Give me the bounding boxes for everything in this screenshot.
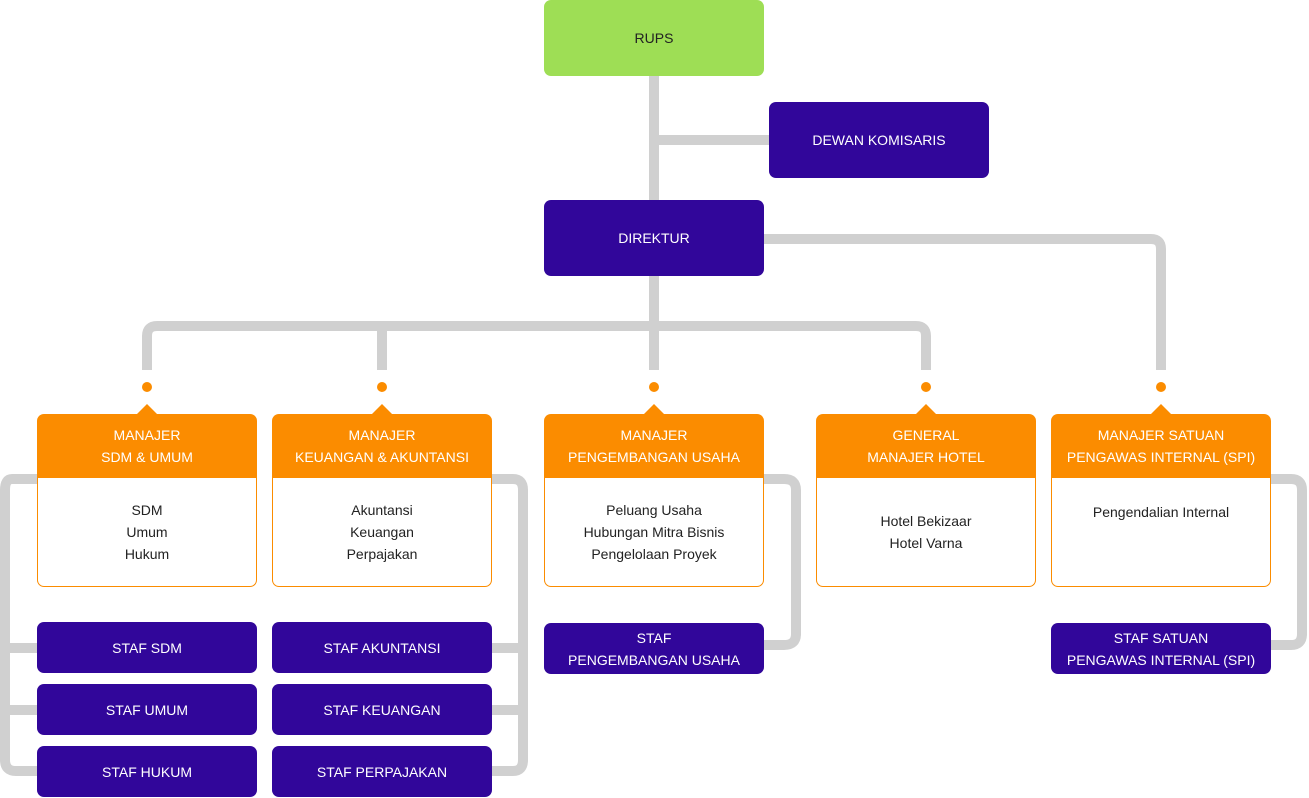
staff-label-line: PENGAWAS INTERNAL (SPI) <box>1066 651 1256 668</box>
staff-label: STAF PERPAJAKAN <box>316 763 448 780</box>
card-notch <box>916 404 936 414</box>
staff-label: STAF UMUM <box>105 701 189 718</box>
manager-title: MANAJER PENGEMBANGAN USAHA <box>544 414 764 478</box>
card-notch <box>644 404 664 414</box>
scope-item: Keuangan <box>350 524 414 540</box>
manager-scope: Peluang Usaha Hubungan Mitra Bisnis Peng… <box>544 478 764 587</box>
rups-label: RUPS <box>634 30 674 46</box>
scope-item: Hukum <box>124 546 170 562</box>
staff-label: STAF HUKUM <box>102 763 192 780</box>
scope-item: SDM <box>131 502 163 518</box>
manager-scope: Hotel Bekizaar Hotel Varna <box>816 478 1036 587</box>
staff-label: STAF SDM <box>112 639 182 656</box>
scope-item: Perpajakan <box>346 546 418 562</box>
manager-title-line: PENGAWAS INTERNAL (SPI) <box>1066 449 1256 465</box>
manager-title-line: MANAJER <box>620 427 688 443</box>
staff-box-keuangan: STAF KEUANGAN <box>272 684 492 735</box>
card-notch <box>137 404 157 414</box>
manager-card-spi: MANAJER SATUAN PENGAWAS INTERNAL (SPI) P… <box>1051 404 1271 587</box>
manager-title-line: MANAJER <box>348 427 416 443</box>
direktur-label: DIREKTUR <box>618 230 690 246</box>
scope-item: Akuntansi <box>351 502 413 518</box>
staff-box-spi: STAF SATUAN PENGAWAS INTERNAL (SPI) <box>1051 623 1271 674</box>
manager-scope: Pengendalian Internal <box>1051 478 1271 587</box>
staff-label-line: STAF <box>636 629 672 646</box>
connector-dot-sdm <box>142 382 152 392</box>
manager-title-line: MANAJER SATUAN <box>1097 427 1225 443</box>
manager-scope: Akuntansi Keuangan Perpajakan <box>272 478 492 587</box>
connector-dot-pengembangan <box>649 382 659 392</box>
manager-title: MANAJER KEUANGAN & AKUNTANSI <box>272 414 492 478</box>
scope-item: Peluang Usaha <box>606 502 702 518</box>
manager-title-line: KEUANGAN & AKUNTANSI <box>294 449 469 465</box>
manager-card-pengembangan-usaha: MANAJER PENGEMBANGAN USAHA Peluang Usaha… <box>544 404 764 587</box>
manager-card-hotel: GENERAL MANAJER HOTEL Hotel Bekizaar Hot… <box>816 404 1036 587</box>
manager-title-line: PENGEMBANGAN USAHA <box>568 449 740 465</box>
manager-title-line: GENERAL <box>892 427 960 443</box>
dewan-komisaris-label: DEWAN KOMISARIS <box>812 132 946 148</box>
manager-scope: SDM Umum Hukum <box>37 478 257 587</box>
card-notch <box>1151 404 1171 414</box>
scope-item: Umum <box>126 524 168 540</box>
card-notch <box>372 404 392 414</box>
scope-item: Hotel Varna <box>889 535 963 551</box>
staff-label-line: STAF SATUAN <box>1113 629 1209 646</box>
manager-card-keuangan-akuntansi: MANAJER KEUANGAN & AKUNTANSI Akuntansi K… <box>272 404 492 587</box>
connector-dot-spi <box>1156 382 1166 392</box>
manager-title-line: MANAJER HOTEL <box>867 449 985 465</box>
manager-title-line: MANAJER <box>113 427 181 443</box>
connector-dot-keuangan <box>377 382 387 392</box>
manager-title-line: SDM & UMUM <box>101 449 193 465</box>
direktur-box: DIREKTUR <box>544 200 764 276</box>
staff-box-pengembangan-usaha: STAF PENGEMBANGAN USAHA <box>544 623 764 674</box>
staff-label-line: PENGEMBANGAN USAHA <box>568 651 740 668</box>
connector-dot-hotel <box>921 382 931 392</box>
staff-box-akuntansi: STAF AKUNTANSI <box>272 622 492 673</box>
staff-box-umum: STAF UMUM <box>37 684 257 735</box>
scope-item: Hotel Bekizaar <box>880 513 972 529</box>
manager-title: GENERAL MANAJER HOTEL <box>816 414 1036 478</box>
staff-box-sdm: STAF SDM <box>37 622 257 673</box>
staff-box-perpajakan: STAF PERPAJAKAN <box>272 746 492 797</box>
manager-title: MANAJER SDM & UMUM <box>37 414 257 478</box>
scope-item: Hubungan Mitra Bisnis <box>583 524 725 540</box>
dewan-komisaris-box: DEWAN KOMISARIS <box>769 102 989 178</box>
staff-label: STAF KEUANGAN <box>323 701 441 718</box>
staff-box-hukum: STAF HUKUM <box>37 746 257 797</box>
rups-box: RUPS <box>544 0 764 76</box>
scope-item: Pengendalian Internal <box>1092 504 1230 520</box>
manager-card-sdm-umum: MANAJER SDM & UMUM SDM Umum Hukum <box>37 404 257 587</box>
staff-label: STAF AKUNTANSI <box>323 639 441 656</box>
scope-item: Pengelolaan Proyek <box>591 546 717 562</box>
manager-title: MANAJER SATUAN PENGAWAS INTERNAL (SPI) <box>1051 414 1271 478</box>
